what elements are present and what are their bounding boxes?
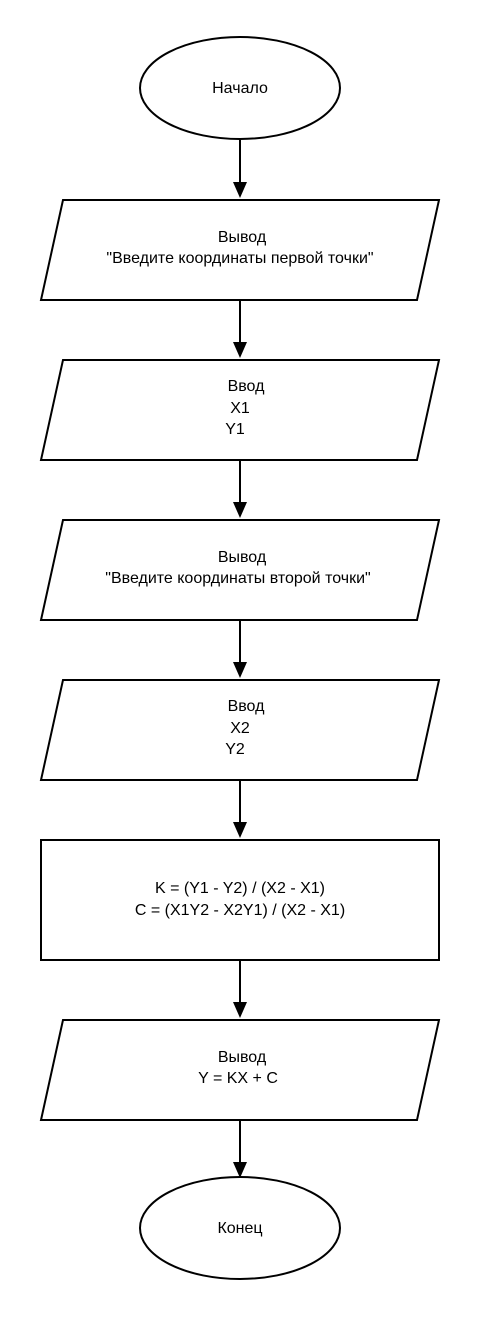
connector-input1-to-output2 <box>233 460 247 518</box>
start-label: Начало <box>212 80 268 97</box>
input-first-line2: X1 <box>230 400 250 417</box>
output-first-line1: Вывод <box>218 229 267 246</box>
output-first-point-node: Вывод "Введите координаты первой точки" <box>39 199 441 301</box>
input-first-line3: Y1 <box>225 421 245 438</box>
end-label: Конец <box>217 1220 262 1237</box>
connector-input2-to-process <box>233 780 247 838</box>
output-second-line2: "Введите координаты второй точки" <box>105 570 370 587</box>
process-line2: C = (X1Y2 - X2Y1) / (X2 - X1) <box>135 902 345 919</box>
output-result-line2: Y = KX + C <box>198 1070 278 1087</box>
input-second-point-node: Ввод X2 Y2 <box>39 679 441 781</box>
output-result-line1: Вывод <box>218 1049 267 1066</box>
output-second-line1: Вывод <box>218 549 267 566</box>
connector-output1-to-input1 <box>233 300 247 358</box>
input-second-line1: Ввод <box>228 698 266 715</box>
output-second-point-node: Вывод "Введите координаты второй точки" <box>39 519 441 621</box>
start-node: Начало <box>139 36 341 140</box>
input-first-point-node: Ввод X1 Y1 <box>39 359 441 461</box>
process-node: K = (Y1 - Y2) / (X2 - X1) C = (X1Y2 - X2… <box>40 839 440 961</box>
output-first-line2: "Введите координаты первой точки" <box>106 250 373 267</box>
input-second-line3: Y2 <box>225 741 245 758</box>
connector-process-to-output3 <box>233 960 247 1018</box>
process-line1: K = (Y1 - Y2) / (X2 - X1) <box>155 880 325 897</box>
connector-output3-to-end <box>233 1120 247 1178</box>
connector-start-to-output1 <box>233 140 247 198</box>
end-node: Конец <box>139 1176 341 1280</box>
connector-output2-to-input2 <box>233 620 247 678</box>
input-first-line1: Ввод <box>228 378 266 395</box>
input-second-line2: X2 <box>230 720 250 737</box>
output-result-node: Вывод Y = KX + C <box>39 1019 441 1121</box>
